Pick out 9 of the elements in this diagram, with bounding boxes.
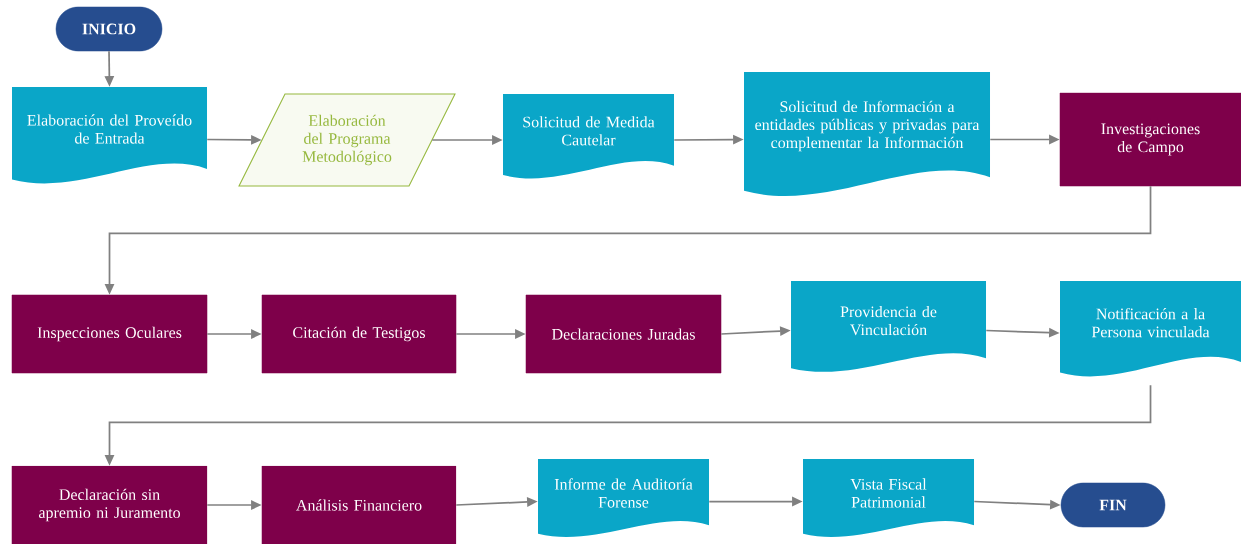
process-box: Análisis Financiero xyxy=(261,465,457,544)
terminal-pill: FIN xyxy=(1060,482,1166,528)
process-box: Declaraciones Juradas xyxy=(525,294,722,374)
process-box: Declaración sin apremio ni Juramento xyxy=(11,465,208,544)
terminal-pill: INICIO xyxy=(55,6,163,52)
process-box: Inspecciones Oculares xyxy=(11,294,208,374)
process-box: Citación de Testigos xyxy=(261,294,457,374)
data-parallelogram: Elaboración del Programa Metodológico xyxy=(238,93,456,187)
process-box: Investigaciones de Campo xyxy=(1059,92,1241,187)
